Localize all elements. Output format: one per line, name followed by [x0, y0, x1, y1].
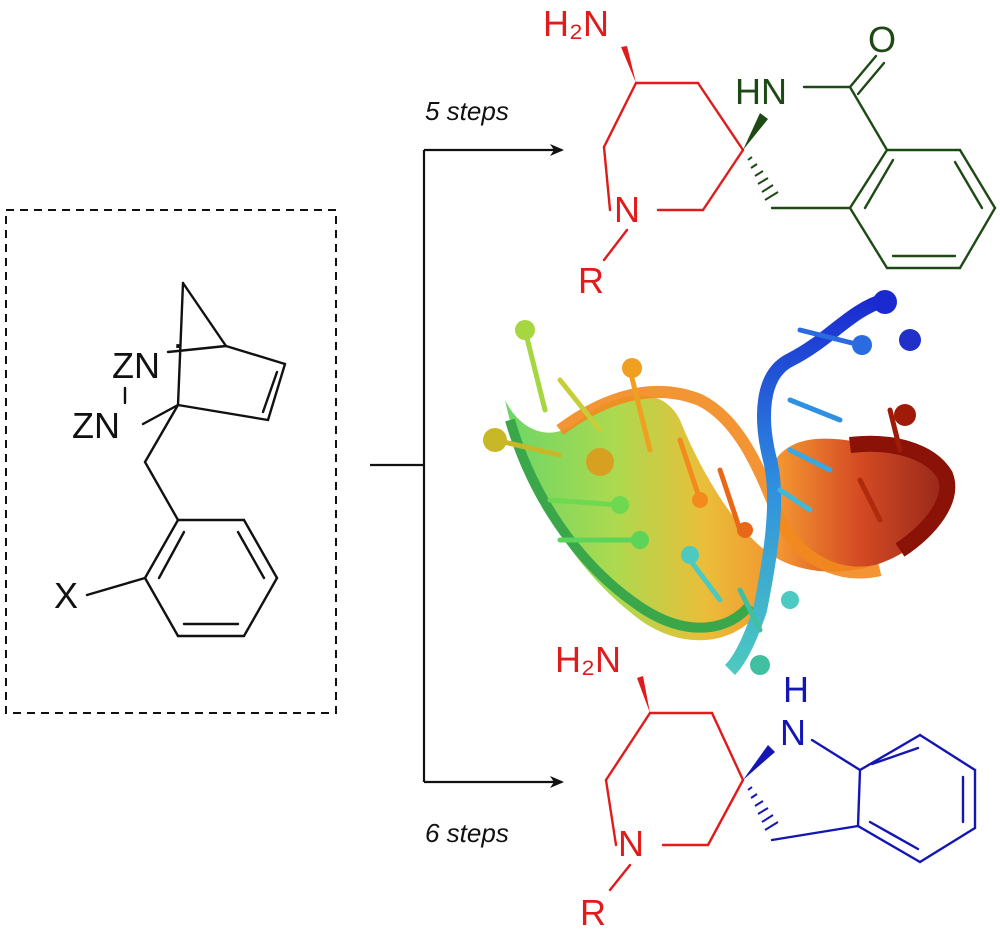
product-top: H₂N HN O N R [543, 3, 997, 301]
bottom-wedge-nh [743, 745, 775, 780]
bottom-h2n-label: H₂N [555, 639, 621, 680]
top-piperidine-bonds [602, 81, 745, 262]
rna-ribbon-structure-icon [483, 290, 956, 675]
bottom-piperidine-bonds [604, 711, 745, 892]
x-label: X [54, 575, 78, 616]
bottom-n-indoline-label: N [780, 712, 806, 753]
starting-material: ZN · ZN X [5, 209, 337, 714]
top-wedge-nh2 [621, 46, 636, 83]
dashed-box [5, 209, 337, 714]
bottom-r-label: R [580, 892, 606, 932]
bottom-h-label: H [783, 669, 809, 710]
top-hash-bond [747, 156, 779, 201]
top-hn-label: HN [735, 71, 787, 112]
bottom-n-label: N [618, 823, 644, 864]
bottom-steps-label: 6 steps [425, 818, 509, 848]
reaction-arrows [370, 144, 564, 788]
top-n-label: N [614, 189, 640, 230]
zn-label-top: ZN [112, 345, 160, 386]
top-r-label: R [578, 260, 604, 301]
bottom-wedge-nh2 [637, 676, 650, 713]
bottom-indoline-bonds [770, 733, 977, 864]
stereo-dot: · [172, 323, 184, 364]
zn-label-bottom: ZN [72, 405, 120, 446]
top-o-label: O [868, 19, 896, 60]
starting-material-bonds [85, 281, 287, 638]
top-h2n-label: H₂N [543, 3, 609, 44]
top-steps-label: 5 steps [425, 96, 509, 126]
top-wedge-nh [743, 113, 768, 150]
product-bottom: H₂N H N N R [555, 639, 977, 932]
bottom-hash-bond [747, 786, 779, 831]
top-isoquinolinone-bonds [770, 54, 997, 270]
